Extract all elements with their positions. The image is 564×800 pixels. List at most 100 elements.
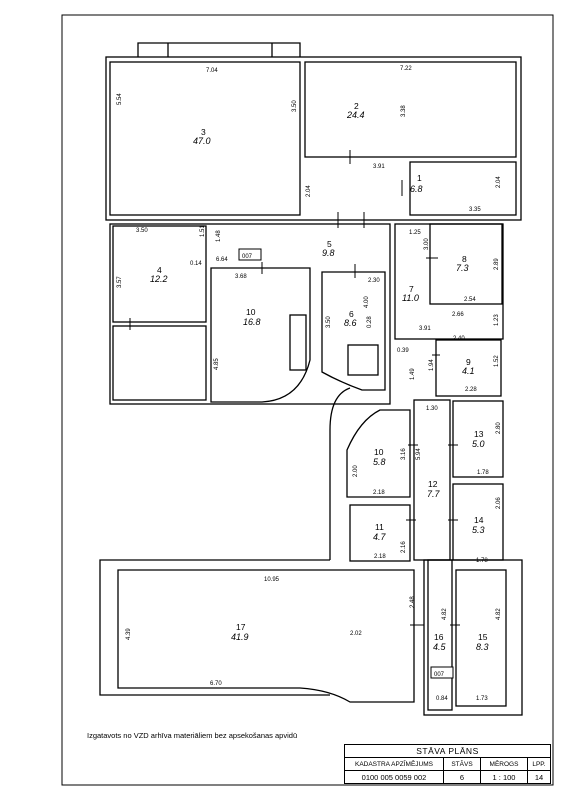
room-number: 14: [474, 515, 484, 525]
room-area: 16.8: [243, 317, 261, 327]
floor-value: 6: [443, 770, 481, 784]
dimension-label: 0.28: [367, 316, 373, 328]
room-number: 2: [354, 101, 359, 111]
room-area: 24.4: [346, 110, 365, 120]
room-4b-wall: [112, 325, 207, 401]
dimension-label: 2.66: [452, 312, 464, 318]
room-number: 9: [466, 357, 471, 367]
dimension-label: 3.16: [401, 448, 407, 460]
marker-label: 007: [242, 254, 253, 260]
title-block-header-cadastre: KADASTRA APZĪMĒJUMS: [344, 757, 444, 771]
dimension-label: 2.16: [401, 541, 407, 553]
scale-value: 1 : 100: [480, 770, 528, 784]
dimension-label: 2.40: [453, 336, 465, 342]
room-number: 7: [409, 284, 414, 294]
title-block-header-scale: MĒROGS: [480, 757, 528, 771]
room-4-wall: [112, 225, 207, 323]
room-15-wall: [455, 569, 507, 707]
room-area: 47.0: [193, 136, 211, 146]
room-number: 10: [246, 307, 256, 317]
cadastre-value: 0100 005 0059 002: [344, 770, 444, 784]
dimension-label: 2.28: [465, 387, 477, 393]
room-13-wall: [452, 400, 504, 478]
room-area: 7.7: [427, 489, 441, 499]
corridor-wall: [329, 387, 351, 560]
room-9-wall: [435, 339, 502, 397]
marker-box: [238, 248, 262, 261]
dimension-label: 4.00: [364, 296, 370, 308]
dimension-label: 10.95: [264, 577, 280, 583]
dimension-label: 1.48: [216, 230, 222, 242]
room-number: 5: [327, 239, 332, 249]
outer-wall-top: [105, 56, 522, 221]
room-number: 4: [157, 265, 162, 275]
dimension-label: 4.82: [496, 608, 502, 620]
dimension-label: 2.30: [368, 278, 380, 284]
dimension-label: 2.54: [464, 297, 476, 303]
page-frame: [61, 14, 554, 786]
room-area: 12.2: [150, 274, 168, 284]
title-block-header-page: LPP.: [527, 757, 551, 771]
title-block-header-floor: STĀVS: [443, 757, 481, 771]
room-area: 8.3: [476, 642, 489, 652]
dimension-label: 3.00: [424, 238, 430, 250]
dimension-label: 3.50: [326, 316, 332, 328]
dimension-label: 6.70: [210, 681, 222, 687]
room-number: 15: [478, 632, 488, 642]
room-7-area-wall: [394, 223, 504, 340]
dimension-label: 6.64: [216, 257, 228, 263]
dimension-label: 2.04: [306, 185, 312, 197]
dimension-label: 2.18: [374, 554, 386, 560]
room-number: 1: [417, 173, 422, 183]
room-area: 4.1: [462, 366, 475, 376]
dimension-label: 3.91: [373, 164, 385, 170]
page-value: 14: [527, 770, 551, 784]
room-2-wall: [304, 61, 517, 158]
room-area: 4.5: [433, 642, 447, 652]
source-note: Izgatavots no VZD arhīva materiāliem bez…: [87, 731, 298, 740]
dimension-label: 1.78: [477, 470, 489, 476]
room-number: 3: [201, 127, 206, 137]
room-area: 5.3: [472, 525, 485, 535]
dimension-label: 1.25: [409, 230, 421, 236]
room-area: 8.6: [344, 318, 357, 328]
dimension-label: 3.57: [117, 276, 123, 288]
outer-wall-middle: [109, 223, 391, 405]
dimension-label: 0.84: [436, 696, 448, 702]
walls: [99, 42, 523, 716]
dimension-label: 3.35: [469, 207, 481, 213]
title-block-title: STĀVA PLĀNS: [344, 744, 551, 758]
outer-wall-bottom: [423, 559, 523, 716]
room-17-wall: [117, 569, 415, 703]
dimension-label: 1.78: [476, 558, 488, 564]
dimension-label: 3.50: [136, 228, 148, 234]
dimension-label: 1.30: [426, 406, 438, 412]
dimension-label: 2.80: [496, 422, 502, 434]
room-11-wall: [349, 504, 411, 562]
dimension-label: 1.49: [410, 368, 416, 380]
dimension-label: 4.85: [214, 358, 220, 370]
outer-wall-lower: [99, 559, 330, 696]
dimension-label: 0.39: [397, 348, 409, 354]
door-marks: [129, 150, 460, 626]
room-number: 17: [236, 622, 246, 632]
room-number: 8: [462, 254, 467, 264]
room-area: 5.8: [373, 457, 386, 467]
dimension-label: 3.91: [419, 326, 431, 332]
stair: [289, 314, 307, 371]
title-block: STĀVA PLĀNS KADASTRA APZĪMĒJUMS STĀVS MĒ…: [344, 744, 551, 784]
marker-box: [430, 666, 454, 679]
dimension-label: 3.68: [235, 274, 247, 280]
dimension-label: 4.39: [126, 628, 132, 640]
dimension-label: 1.94: [429, 359, 435, 371]
room-area: 7.3: [456, 263, 469, 273]
dimension-label: 2.06: [496, 497, 502, 509]
dimension-label: 2.89: [494, 258, 500, 270]
dimension-label: 3.50: [292, 100, 298, 112]
room-number: 6: [349, 309, 354, 319]
dimension-label: 3.38: [401, 105, 407, 117]
dimension-label: 1.51: [200, 225, 206, 237]
dimension-labels: 7.04 7.22 5.54 3.50 3.38 3.91 2.04 2.04 …: [117, 66, 502, 702]
dimension-label: 7.04: [206, 68, 218, 74]
dimension-label: 2.02: [350, 631, 362, 637]
